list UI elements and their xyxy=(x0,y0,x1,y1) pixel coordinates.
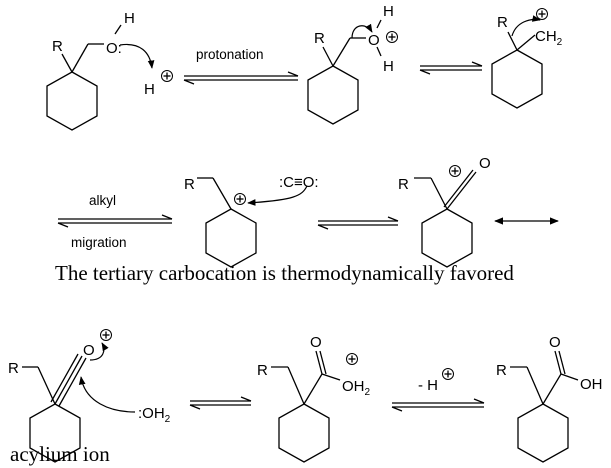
acylium-oxygen-label: O xyxy=(83,342,95,359)
electron-pushing-arrow-icon xyxy=(89,342,109,361)
oxonium-oxygen-label: O xyxy=(368,32,380,49)
oh2-label: OH2 xyxy=(342,378,371,398)
bond xyxy=(58,357,87,407)
reverse-arrowhead xyxy=(183,79,195,85)
water-label: :OH2 xyxy=(138,405,171,425)
electron-pushing-arrow-icon xyxy=(351,23,373,39)
bond xyxy=(54,355,83,405)
bond xyxy=(332,37,351,67)
carbonyl-oxygen-label: O xyxy=(310,334,322,351)
electron-pushing-arrow-icon xyxy=(511,15,541,37)
carbocation-note: The tertiary carbocation is thermodynami… xyxy=(55,261,514,285)
carbonyl-oxygen-label: O xyxy=(549,334,561,351)
bond xyxy=(287,366,305,405)
bond xyxy=(71,43,89,73)
cyclohexane-ring xyxy=(205,208,257,268)
bond xyxy=(303,373,323,405)
bond xyxy=(212,177,232,210)
r-group-label: R xyxy=(184,176,195,193)
electron-pushing-arrow-icon xyxy=(119,43,155,69)
cyclohexane-ring xyxy=(517,403,569,463)
cyclohexane-ring xyxy=(278,403,330,463)
forward-arrowhead xyxy=(240,396,252,402)
r-group-label: R xyxy=(8,360,19,377)
bond xyxy=(446,171,477,210)
bond xyxy=(430,177,448,210)
bond xyxy=(376,46,382,57)
forward-arrowhead xyxy=(161,214,173,220)
electron-pushing-arrow-icon xyxy=(247,185,308,206)
deprotonation-label: - H xyxy=(418,377,438,394)
forward-arrowhead xyxy=(387,216,399,222)
electron-pushing-arrow-icon xyxy=(78,376,136,413)
bond xyxy=(526,366,544,405)
bond xyxy=(50,353,79,403)
bond xyxy=(507,31,518,51)
bond xyxy=(376,19,382,29)
bond xyxy=(37,366,56,405)
r-group-label: R xyxy=(314,30,325,47)
cyclohexane-ring xyxy=(29,403,81,463)
reverse-arrowhead xyxy=(391,406,403,412)
cyclohexane-ring xyxy=(491,49,543,109)
r-group-label: R xyxy=(496,362,507,379)
reverse-arrowhead xyxy=(419,69,431,75)
protonation-label: protonation xyxy=(196,47,264,62)
hydroxyl-oxygen-label: O: xyxy=(106,40,122,57)
alkyl-label: alkyl xyxy=(89,193,116,208)
ch2-label: CH2 xyxy=(535,28,563,48)
bond xyxy=(443,169,474,208)
forward-arrowhead xyxy=(471,61,483,67)
reverse-arrowhead xyxy=(189,404,201,410)
bond xyxy=(560,373,579,381)
carbon-monoxide-label: :C≡O: xyxy=(279,174,319,191)
forward-arrowhead xyxy=(473,398,485,404)
oxonium-hydrogen-top: H xyxy=(383,3,394,20)
cyclohexane-ring xyxy=(46,71,98,131)
cyclohexane-ring xyxy=(307,65,359,125)
migration-label: migration xyxy=(71,235,127,250)
r-group-label: R xyxy=(257,362,268,379)
hydroxyl-label: OH xyxy=(580,376,603,393)
bond xyxy=(554,350,562,375)
bond xyxy=(516,34,536,51)
cyclohexane-ring xyxy=(421,208,473,268)
bond xyxy=(319,350,327,375)
bond-geometry xyxy=(22,8,579,463)
bond xyxy=(542,373,562,405)
reverse-arrowhead xyxy=(317,224,329,230)
bond xyxy=(61,53,73,73)
r-group-label: R xyxy=(52,38,63,55)
acylium-oxygen-label: O xyxy=(479,155,491,172)
bond xyxy=(114,24,122,35)
bond xyxy=(322,46,334,67)
hydroxyl-hydrogen-label: H xyxy=(124,10,135,27)
forward-arrowhead xyxy=(287,71,299,77)
acylium-ion-label: acylium ion xyxy=(10,442,110,466)
bond xyxy=(321,373,341,381)
proton-label: H xyxy=(144,81,155,98)
oxonium-hydrogen-bottom: H xyxy=(383,58,394,75)
bond xyxy=(558,350,566,375)
r-group-label: R xyxy=(398,176,409,193)
r-group-label: R xyxy=(497,14,508,31)
bond xyxy=(315,350,323,375)
reverse-arrowhead xyxy=(57,222,69,228)
